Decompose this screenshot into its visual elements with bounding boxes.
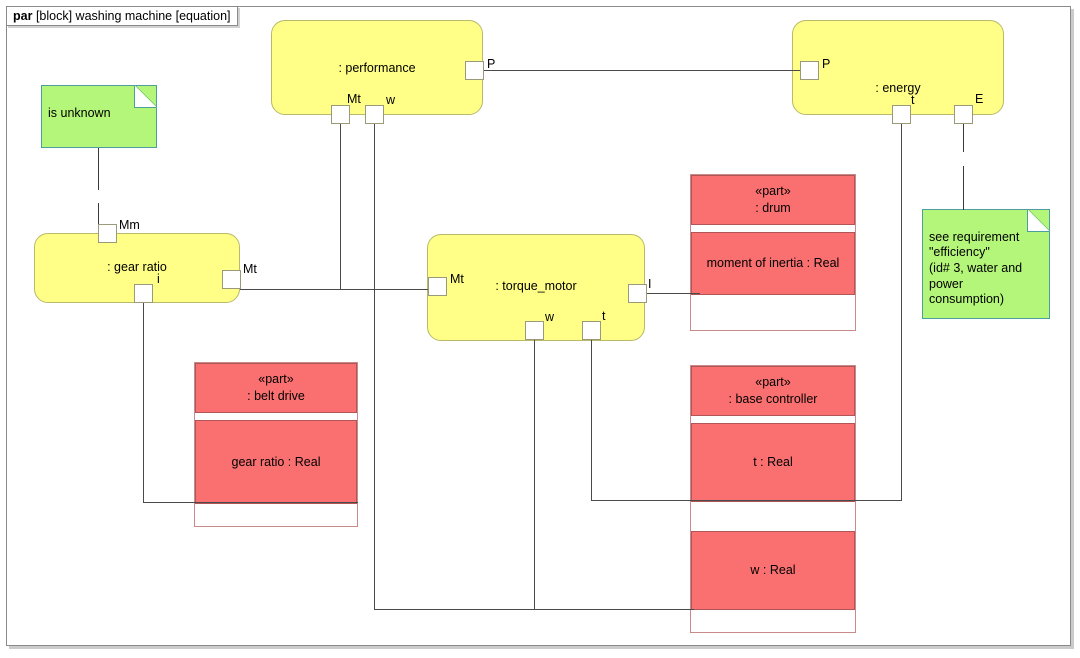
base-controller-property-t: t : Real (691, 423, 855, 502)
connector-performance-mt-vertical (340, 114, 341, 289)
port-label-performance-mt: Mt (347, 92, 361, 106)
connector-torquemotor-t-horizontal (591, 500, 901, 501)
port-label-energy-p: P (822, 57, 831, 71)
note-anchor-requirement-seg1 (963, 114, 964, 152)
port-gear-ratio-i[interactable] (134, 284, 153, 303)
note-anchor-is-unknown-seg1 (98, 148, 99, 190)
connector-torquemotor-i-to-drum (640, 293, 700, 294)
port-label-performance-p: P (487, 57, 496, 71)
part-block-drum[interactable]: «part» : drum moment of inertia : Real (690, 174, 856, 331)
base-controller-name: : base controller (728, 392, 818, 406)
belt-drive-stereotype: «part» (258, 372, 294, 387)
port-label-torque-motor-i: I (648, 277, 652, 291)
connector-performance-p-to-energy-p (482, 70, 802, 71)
port-gear-ratio-mm[interactable] (98, 224, 117, 243)
base-controller-property-w: w : Real (691, 531, 855, 610)
note-requirement-text: see requirement "efficiency" (id# 3, wat… (929, 229, 1023, 307)
part-block-base-controller[interactable]: «part» : base controller t : Real w : Re… (690, 365, 856, 633)
belt-drive-property-label: gear ratio : Real (231, 454, 321, 469)
base-controller-header: «part» : base controller (691, 366, 855, 416)
note-is-unknown[interactable]: is unknown (41, 85, 157, 148)
port-label-gear-ratio-i: i (157, 272, 160, 286)
diagram-header-tab: par [block] washing machine [equation] (6, 6, 238, 26)
note-anchor-requirement-seg2 (963, 166, 964, 210)
belt-drive-property-gear-ratio: gear ratio : Real (195, 420, 357, 504)
note-is-unknown-text: is unknown (48, 105, 111, 120)
port-torque-motor-t[interactable] (582, 321, 601, 340)
belt-drive-header: «part» : belt drive (195, 363, 357, 413)
port-energy-p[interactable] (800, 61, 819, 80)
drum-name: : drum (755, 201, 791, 215)
drum-property-label: moment of inertia : Real (706, 256, 840, 271)
port-torque-motor-mt[interactable] (428, 277, 447, 296)
port-label-performance-w: w (386, 93, 396, 107)
port-gear-ratio-mt[interactable] (222, 270, 241, 289)
port-energy-t[interactable] (892, 105, 911, 124)
performance-name: : performance (338, 61, 416, 75)
base-controller-stereotype: «part» (755, 375, 791, 390)
constraint-block-energy[interactable]: : energy (792, 20, 1004, 115)
port-label-energy-e: E (975, 92, 984, 106)
diagram-kind-label: par (13, 9, 33, 23)
drum-stereotype: «part» (755, 184, 791, 199)
port-performance-w[interactable] (365, 105, 384, 124)
connector-gearratio-i-vertical (143, 303, 144, 503)
gear-ratio-name: : gear ratio (107, 260, 167, 274)
port-performance-mt[interactable] (331, 105, 350, 124)
port-label-torque-motor-t: t (602, 309, 606, 323)
connector-torquemotor-w-horizontal (534, 609, 694, 610)
energy-name: : energy (875, 81, 921, 95)
port-label-energy-t: t (911, 93, 915, 107)
note-fold-line-icon (135, 85, 157, 107)
note-anchor-is-unknown-seg2 (98, 203, 99, 233)
drum-property-moment-of-inertia: moment of inertia : Real (691, 232, 855, 295)
connector-energy-t-vertical (901, 114, 902, 501)
connector-gearratio-i-horizontal (143, 502, 358, 503)
port-label-torque-motor-w: w (545, 310, 555, 324)
connector-performance-w-vertical (374, 114, 375, 610)
port-torque-motor-i[interactable] (628, 284, 647, 303)
diagram-title-label: [block] washing machine [equation] (35, 9, 231, 23)
connector-torquemotor-t-vertical (591, 340, 592, 501)
port-label-gear-ratio-mt: Mt (243, 262, 257, 276)
port-performance-p[interactable] (465, 61, 484, 80)
note-requirement-fold-line-icon (1028, 209, 1050, 231)
port-torque-motor-w[interactable] (525, 321, 544, 340)
port-energy-e[interactable] (954, 105, 973, 124)
connector-torquemotor-w-vertical (534, 340, 535, 610)
port-label-torque-motor-mt: Mt (450, 272, 464, 286)
base-controller-property-w-label: w : Real (750, 563, 796, 578)
note-requirement[interactable]: see requirement "efficiency" (id# 3, wat… (922, 209, 1050, 319)
connector-gearratio-mt-to-torquemotor-mt (240, 289, 440, 290)
constraint-block-performance[interactable]: : performance (271, 20, 483, 115)
base-controller-property-t-label: t : Real (753, 455, 793, 470)
belt-drive-name: : belt drive (247, 389, 305, 403)
drum-header: «part» : drum (691, 175, 855, 225)
part-block-belt-drive[interactable]: «part» : belt drive gear ratio : Real (194, 362, 358, 527)
port-label-gear-ratio-mm: Mm (119, 218, 140, 232)
torque-motor-name: : torque_motor (495, 279, 577, 293)
